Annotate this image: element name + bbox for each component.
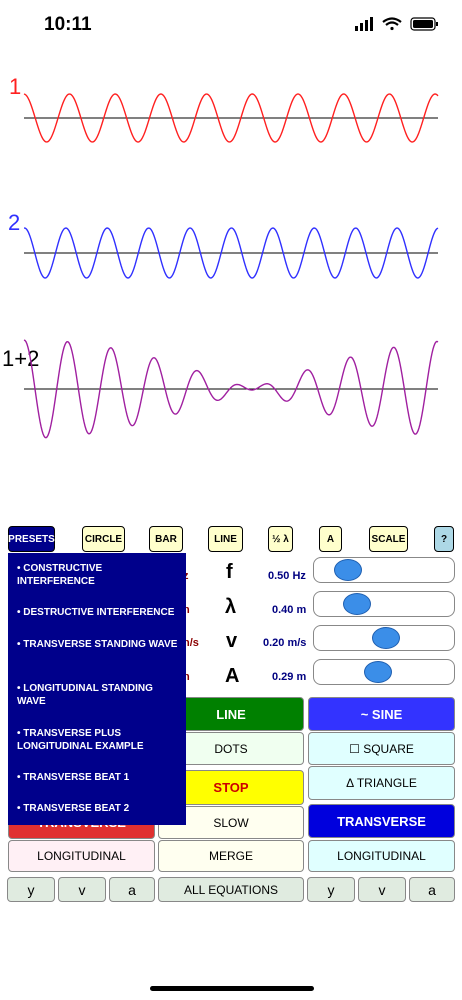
velocity-symbol: v [226, 630, 238, 652]
scale-button[interactable]: SCALE [369, 526, 408, 552]
amplitude-slider[interactable] [313, 659, 455, 685]
wave-2-trace [23, 227, 439, 279]
wave-1-label: 1 [9, 74, 22, 99]
a-left-button[interactable]: a [109, 877, 155, 902]
preset-transverse-beat-2[interactable]: • TRANSVERSE BEAT 2 [17, 803, 130, 814]
preset-constructive-interference[interactable]: • CONSTRUCTIVE INTERFERENCE [17, 563, 103, 587]
longitudinal-right-button[interactable]: LONGITUDINAL [308, 840, 455, 872]
slider-knob[interactable] [343, 593, 371, 615]
wifi-icon [382, 17, 402, 31]
status-icons [355, 17, 438, 31]
preset-destructive-interference[interactable]: • DESTRUCTIVE INTERFERENCE [17, 607, 175, 618]
half-lambda-button[interactable]: ½ λ [268, 526, 293, 552]
triangle-button[interactable]: Δ TRIANGLE [308, 766, 455, 800]
wave-canvas[interactable] [0, 0, 462, 470]
amplitude-symbol: A [225, 665, 240, 687]
y-left-button[interactable]: y [7, 877, 55, 902]
status-time: 10:11 [44, 14, 92, 35]
signal-icon [355, 17, 373, 31]
y-right-button[interactable]: y [307, 877, 355, 902]
merge-button[interactable]: MERGE [158, 840, 304, 872]
square-button[interactable]: ☐ SQUARE [308, 732, 455, 765]
wave-2-label: 2 [8, 210, 21, 235]
frequency-slider[interactable] [313, 557, 455, 583]
all-equations-button[interactable]: ALL EQUATIONS [158, 877, 304, 902]
longitudinal-left-button[interactable]: LONGITUDINAL [8, 840, 155, 872]
presets-menu: • CONSTRUCTIVE INTERFERENCE • DESTRUCTIV… [8, 553, 186, 825]
wave-sum-label: 1+2 [2, 346, 40, 371]
a-right-button[interactable]: a [409, 877, 455, 902]
wave-1-trace [23, 93, 439, 143]
frequency-value: 0.50 Hz [268, 570, 306, 582]
home-indicator[interactable] [150, 986, 314, 991]
battery-icon [410, 17, 438, 31]
amplitude-button[interactable]: A [319, 526, 342, 552]
v-left-button[interactable]: v [58, 877, 106, 902]
amplitude-unit: n [183, 671, 190, 683]
wavelength-unit: n [183, 604, 190, 616]
slider-knob[interactable] [364, 661, 392, 683]
transverse-right-button[interactable]: TRANSVERSE [308, 804, 455, 838]
amplitude-value: 0.29 m [272, 671, 307, 683]
sine-button[interactable]: ~ SINE [308, 697, 455, 731]
wavelength-symbol: λ [225, 596, 237, 618]
slider-knob[interactable] [372, 627, 400, 649]
velocity-slider[interactable] [313, 625, 455, 651]
wave-sum-trace [23, 339, 439, 439]
wavelength-slider[interactable] [313, 591, 455, 617]
frequency-symbol: f [226, 561, 233, 583]
bar-button[interactable]: BAR [149, 526, 183, 552]
presets-button[interactable]: PRESETS [8, 526, 55, 552]
preset-transverse-standing-wave[interactable]: • TRANSVERSE STANDING WAVE [17, 639, 178, 650]
circle-button[interactable]: CIRCLE [82, 526, 125, 552]
line-view-button[interactable]: LINE [208, 526, 243, 552]
preset-longitudinal-standing-wave[interactable]: • LONGITUDINAL STANDING WAVE [17, 683, 153, 707]
preset-transverse-plus-longitudinal[interactable]: • TRANSVERSE PLUS LONGITUDINAL EXAMPLE [17, 728, 144, 752]
velocity-unit: n/s [183, 637, 199, 649]
help-button[interactable]: ? [434, 526, 454, 552]
v-right-button[interactable]: v [358, 877, 406, 902]
slider-knob[interactable] [334, 559, 362, 581]
wavelength-value: 0.40 m [272, 604, 307, 616]
preset-transverse-beat-1[interactable]: • TRANSVERSE BEAT 1 [17, 772, 130, 783]
velocity-value: 0.20 m/s [263, 637, 307, 649]
